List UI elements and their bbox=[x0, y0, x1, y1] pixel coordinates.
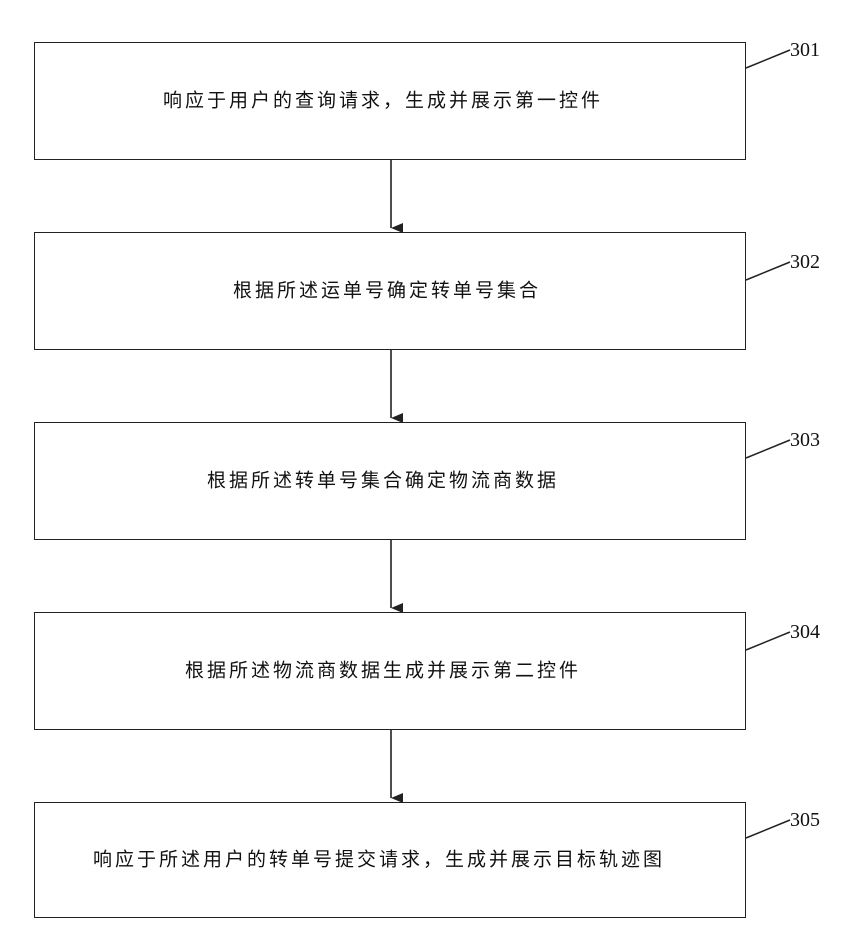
step-box-304: 根据所述物流商数据生成并展示第二控件 bbox=[34, 612, 746, 730]
leader-line-304 bbox=[746, 632, 790, 650]
leader-line-301 bbox=[746, 50, 790, 68]
leader-line-305 bbox=[746, 820, 790, 838]
step-text-301: 响应于用户的查询请求，生成并展示第一控件 bbox=[163, 92, 603, 111]
step-text-304: 根据所述物流商数据生成并展示第二控件 bbox=[185, 662, 581, 681]
leader-line-303 bbox=[746, 440, 790, 458]
step-ref-305: 305 bbox=[790, 810, 820, 830]
step-text-303: 根据所述转单号集合确定物流商数据 bbox=[207, 472, 559, 491]
step-ref-304: 304 bbox=[790, 622, 820, 642]
step-box-301: 响应于用户的查询请求，生成并展示第一控件 bbox=[34, 42, 746, 160]
step-ref-302: 302 bbox=[790, 252, 820, 272]
step-box-305: 响应于所述用户的转单号提交请求，生成并展示目标轨迹图 bbox=[34, 802, 746, 918]
step-box-303: 根据所述转单号集合确定物流商数据 bbox=[34, 422, 746, 540]
step-text-305: 响应于所述用户的转单号提交请求，生成并展示目标轨迹图 bbox=[93, 851, 665, 870]
step-ref-303: 303 bbox=[790, 430, 820, 450]
step-text-302: 根据所述运单号确定转单号集合 bbox=[233, 282, 541, 301]
leader-line-302 bbox=[746, 262, 790, 280]
step-box-302: 根据所述运单号确定转单号集合 bbox=[34, 232, 746, 350]
step-ref-301: 301 bbox=[790, 40, 820, 60]
